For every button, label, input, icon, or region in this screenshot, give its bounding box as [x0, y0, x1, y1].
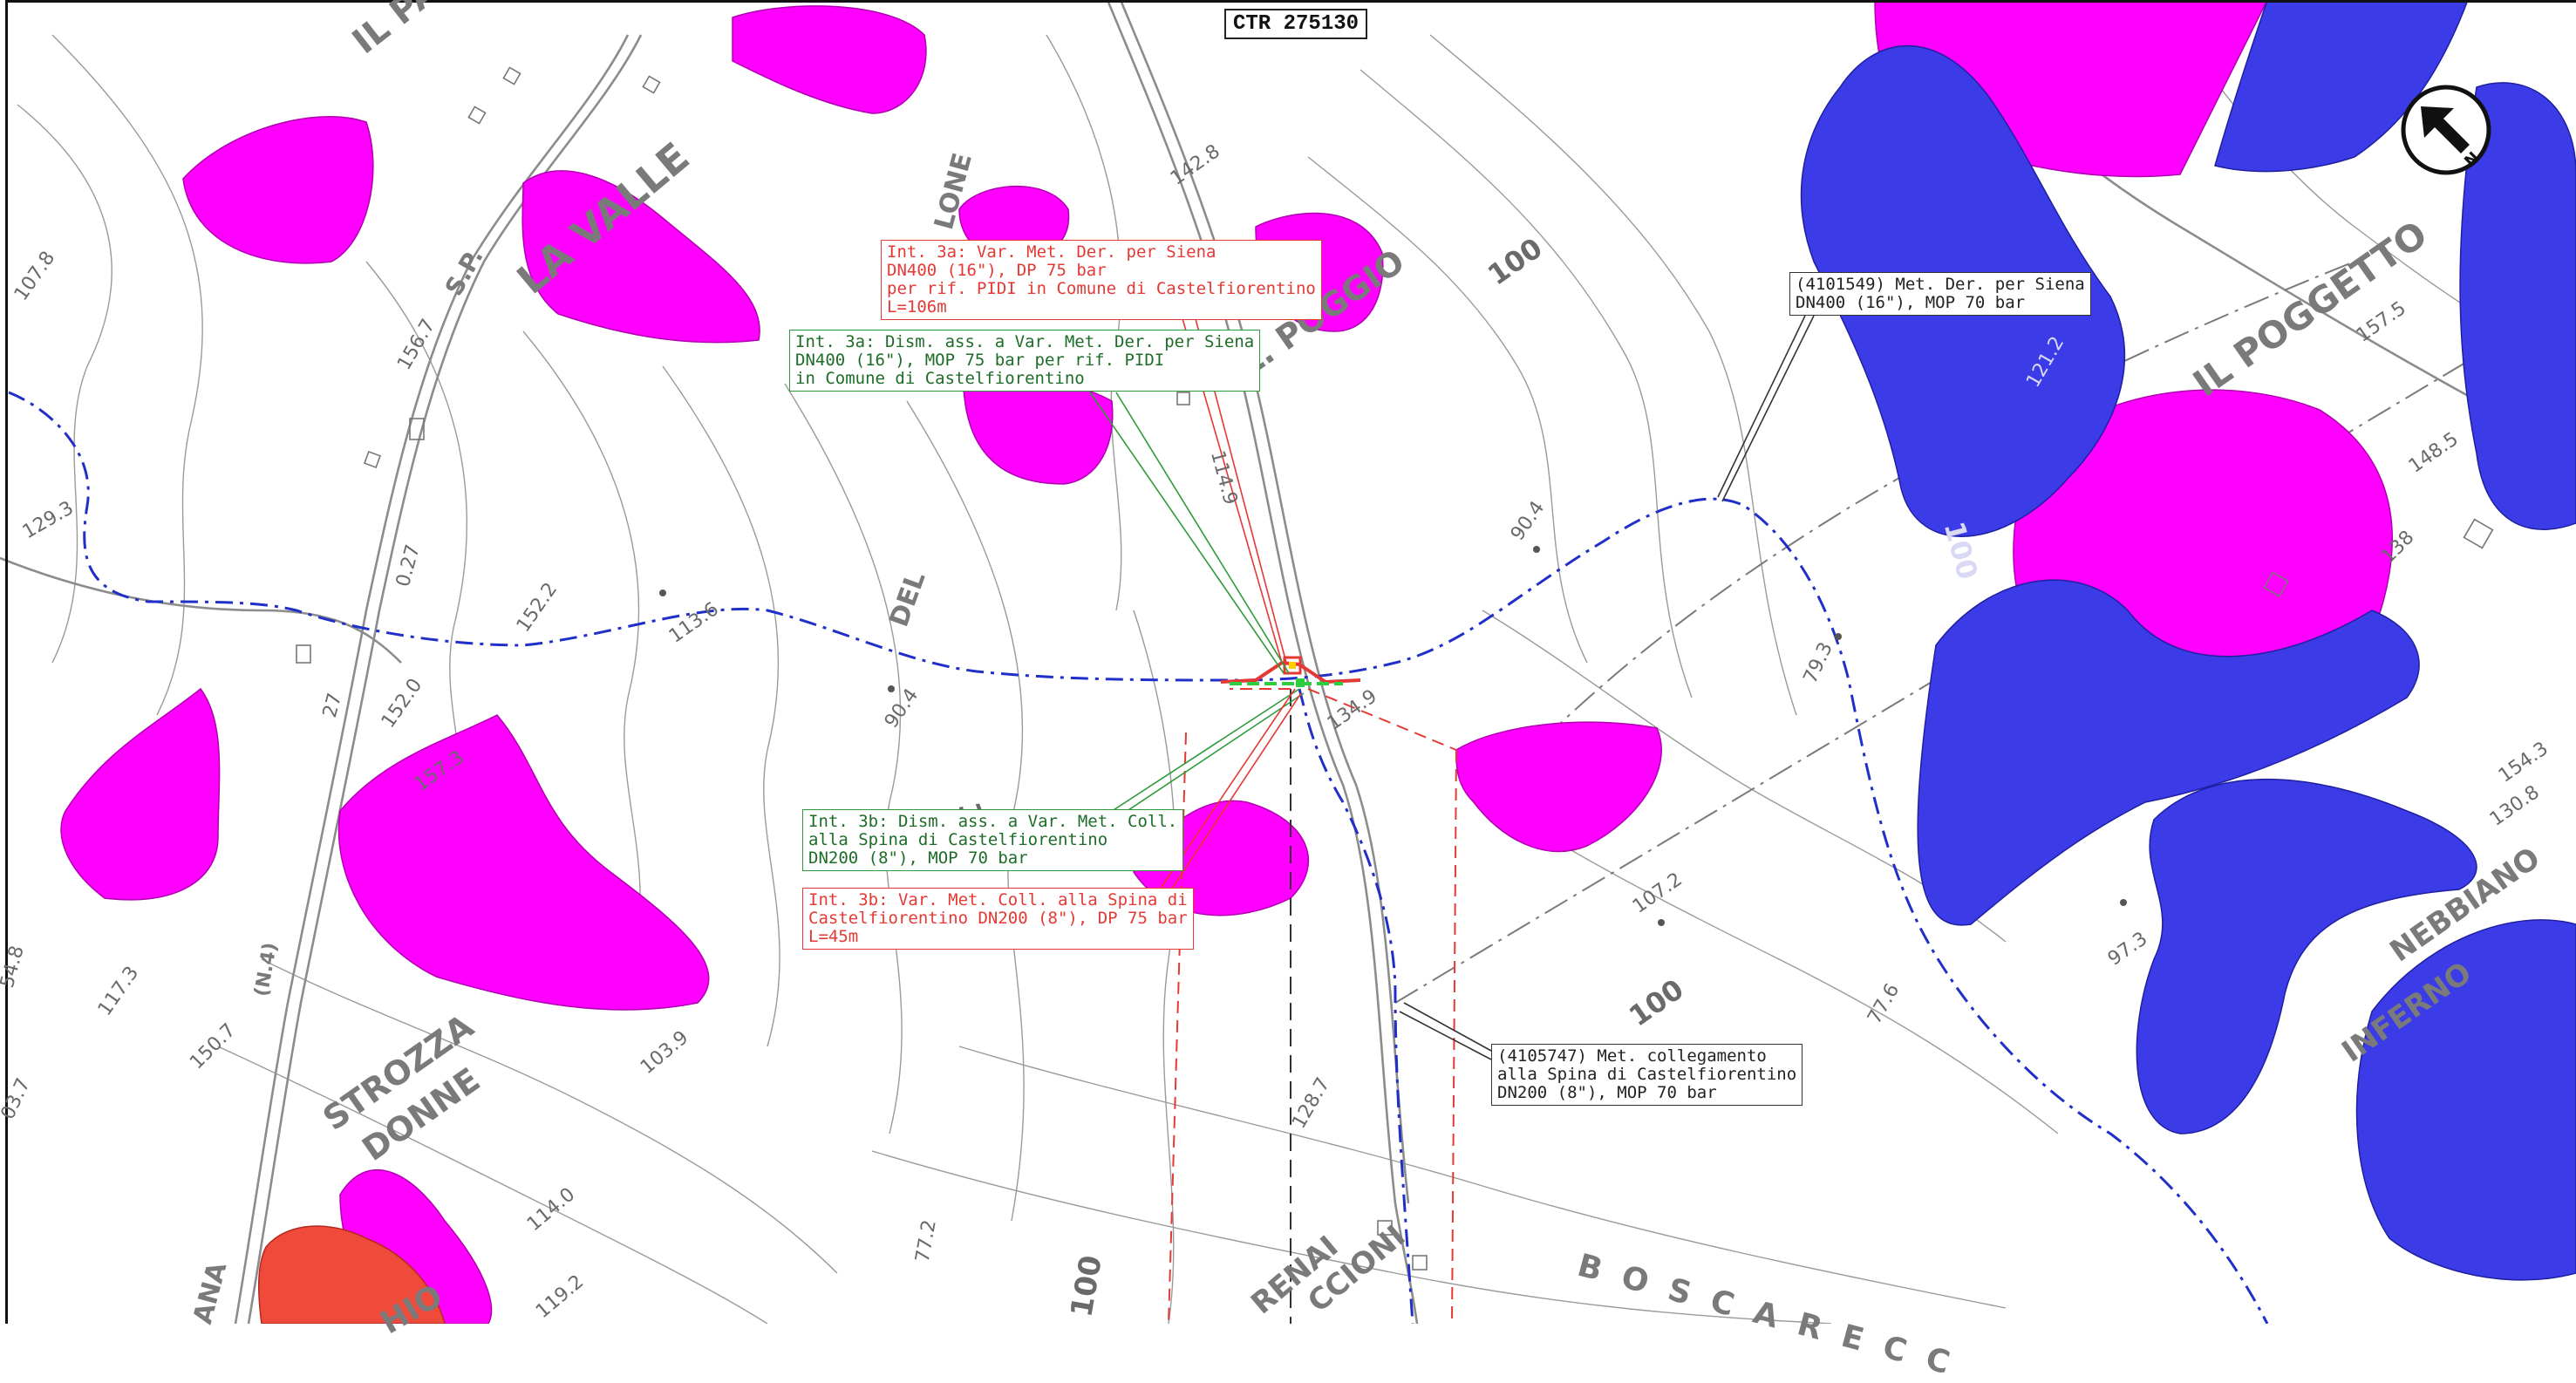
north-arrow-icon: N: [2400, 84, 2492, 176]
callout-int3a-dismissal: Int. 3a: Dism. ass. a Var. Met. Der. per…: [789, 330, 1261, 392]
callout-line-4101549: (4101549) Met. Der. per Siena DN400 (16"…: [1789, 272, 2091, 316]
callout-line: Castelfiorentino DN200 (8"), DP 75 bar: [808, 909, 1188, 928]
callout-line: Int. 3b: Var. Met. Coll. alla Spina di: [808, 890, 1188, 910]
callout-line: (4105747) Met. collegamento: [1497, 1046, 1767, 1066]
callout-line: DN400 (16"), MOP 75 bar per rif. PIDI: [795, 351, 1165, 370]
callout-line: Int. 3b: Dism. ass. a Var. Met. Coll.: [808, 812, 1178, 831]
callout-line: alla Spina di Castelfiorentino: [808, 830, 1108, 849]
callout-line: (4101549) Met. Der. per Siena: [1796, 275, 2085, 294]
building-symbols: [296, 66, 2494, 1271]
callout-line: DN200 (8"), MOP 70 bar: [1497, 1083, 1717, 1102]
variant-works-marker: [1220, 656, 1361, 687]
callout-line-4105747: (4105747) Met. collegamento alla Spina d…: [1491, 1044, 1803, 1106]
callout-int3b-dismissal: Int. 3b: Dism. ass. a Var. Met. Coll. al…: [802, 809, 1184, 871]
callout-line: Int. 3a: Dism. ass. a Var. Met. Der. per…: [795, 332, 1255, 351]
callout-int3b-variant: Int. 3b: Var. Met. Coll. alla Spina di C…: [802, 888, 1194, 950]
callout-line: L=106m: [887, 297, 947, 317]
municipal-boundary-line: [8, 391, 2269, 1324]
callout-leader-lines: [1089, 315, 1815, 1060]
callout-line: alla Spina di Castelfiorentino: [1497, 1065, 1797, 1084]
callout-line: DN400 (16"), DP 75 bar: [887, 261, 1107, 280]
callout-int3a-variant: Int. 3a: Var. Met. Der. per Siena DN400 …: [881, 240, 1322, 320]
callout-line: DN200 (8"), MOP 70 bar: [808, 848, 1028, 868]
callout-line: DN400 (16"), MOP 70 bar: [1796, 293, 2026, 312]
red-hazard-area: [257, 1225, 446, 1324]
callout-line: per rif. PIDI in Comune di Castelfiorent…: [887, 279, 1316, 298]
topographic-map-canvas[interactable]: [0, 0, 2576, 1324]
callout-line: in Comune di Castelfiorentino: [795, 369, 1085, 388]
spot-elevation-points: [659, 546, 2127, 926]
callout-line: L=45m: [808, 927, 859, 946]
ctr-sheet-label: CTR 275130: [1224, 9, 1368, 39]
callout-line: Int. 3a: Var. Met. Der. per Siena: [887, 242, 1216, 262]
